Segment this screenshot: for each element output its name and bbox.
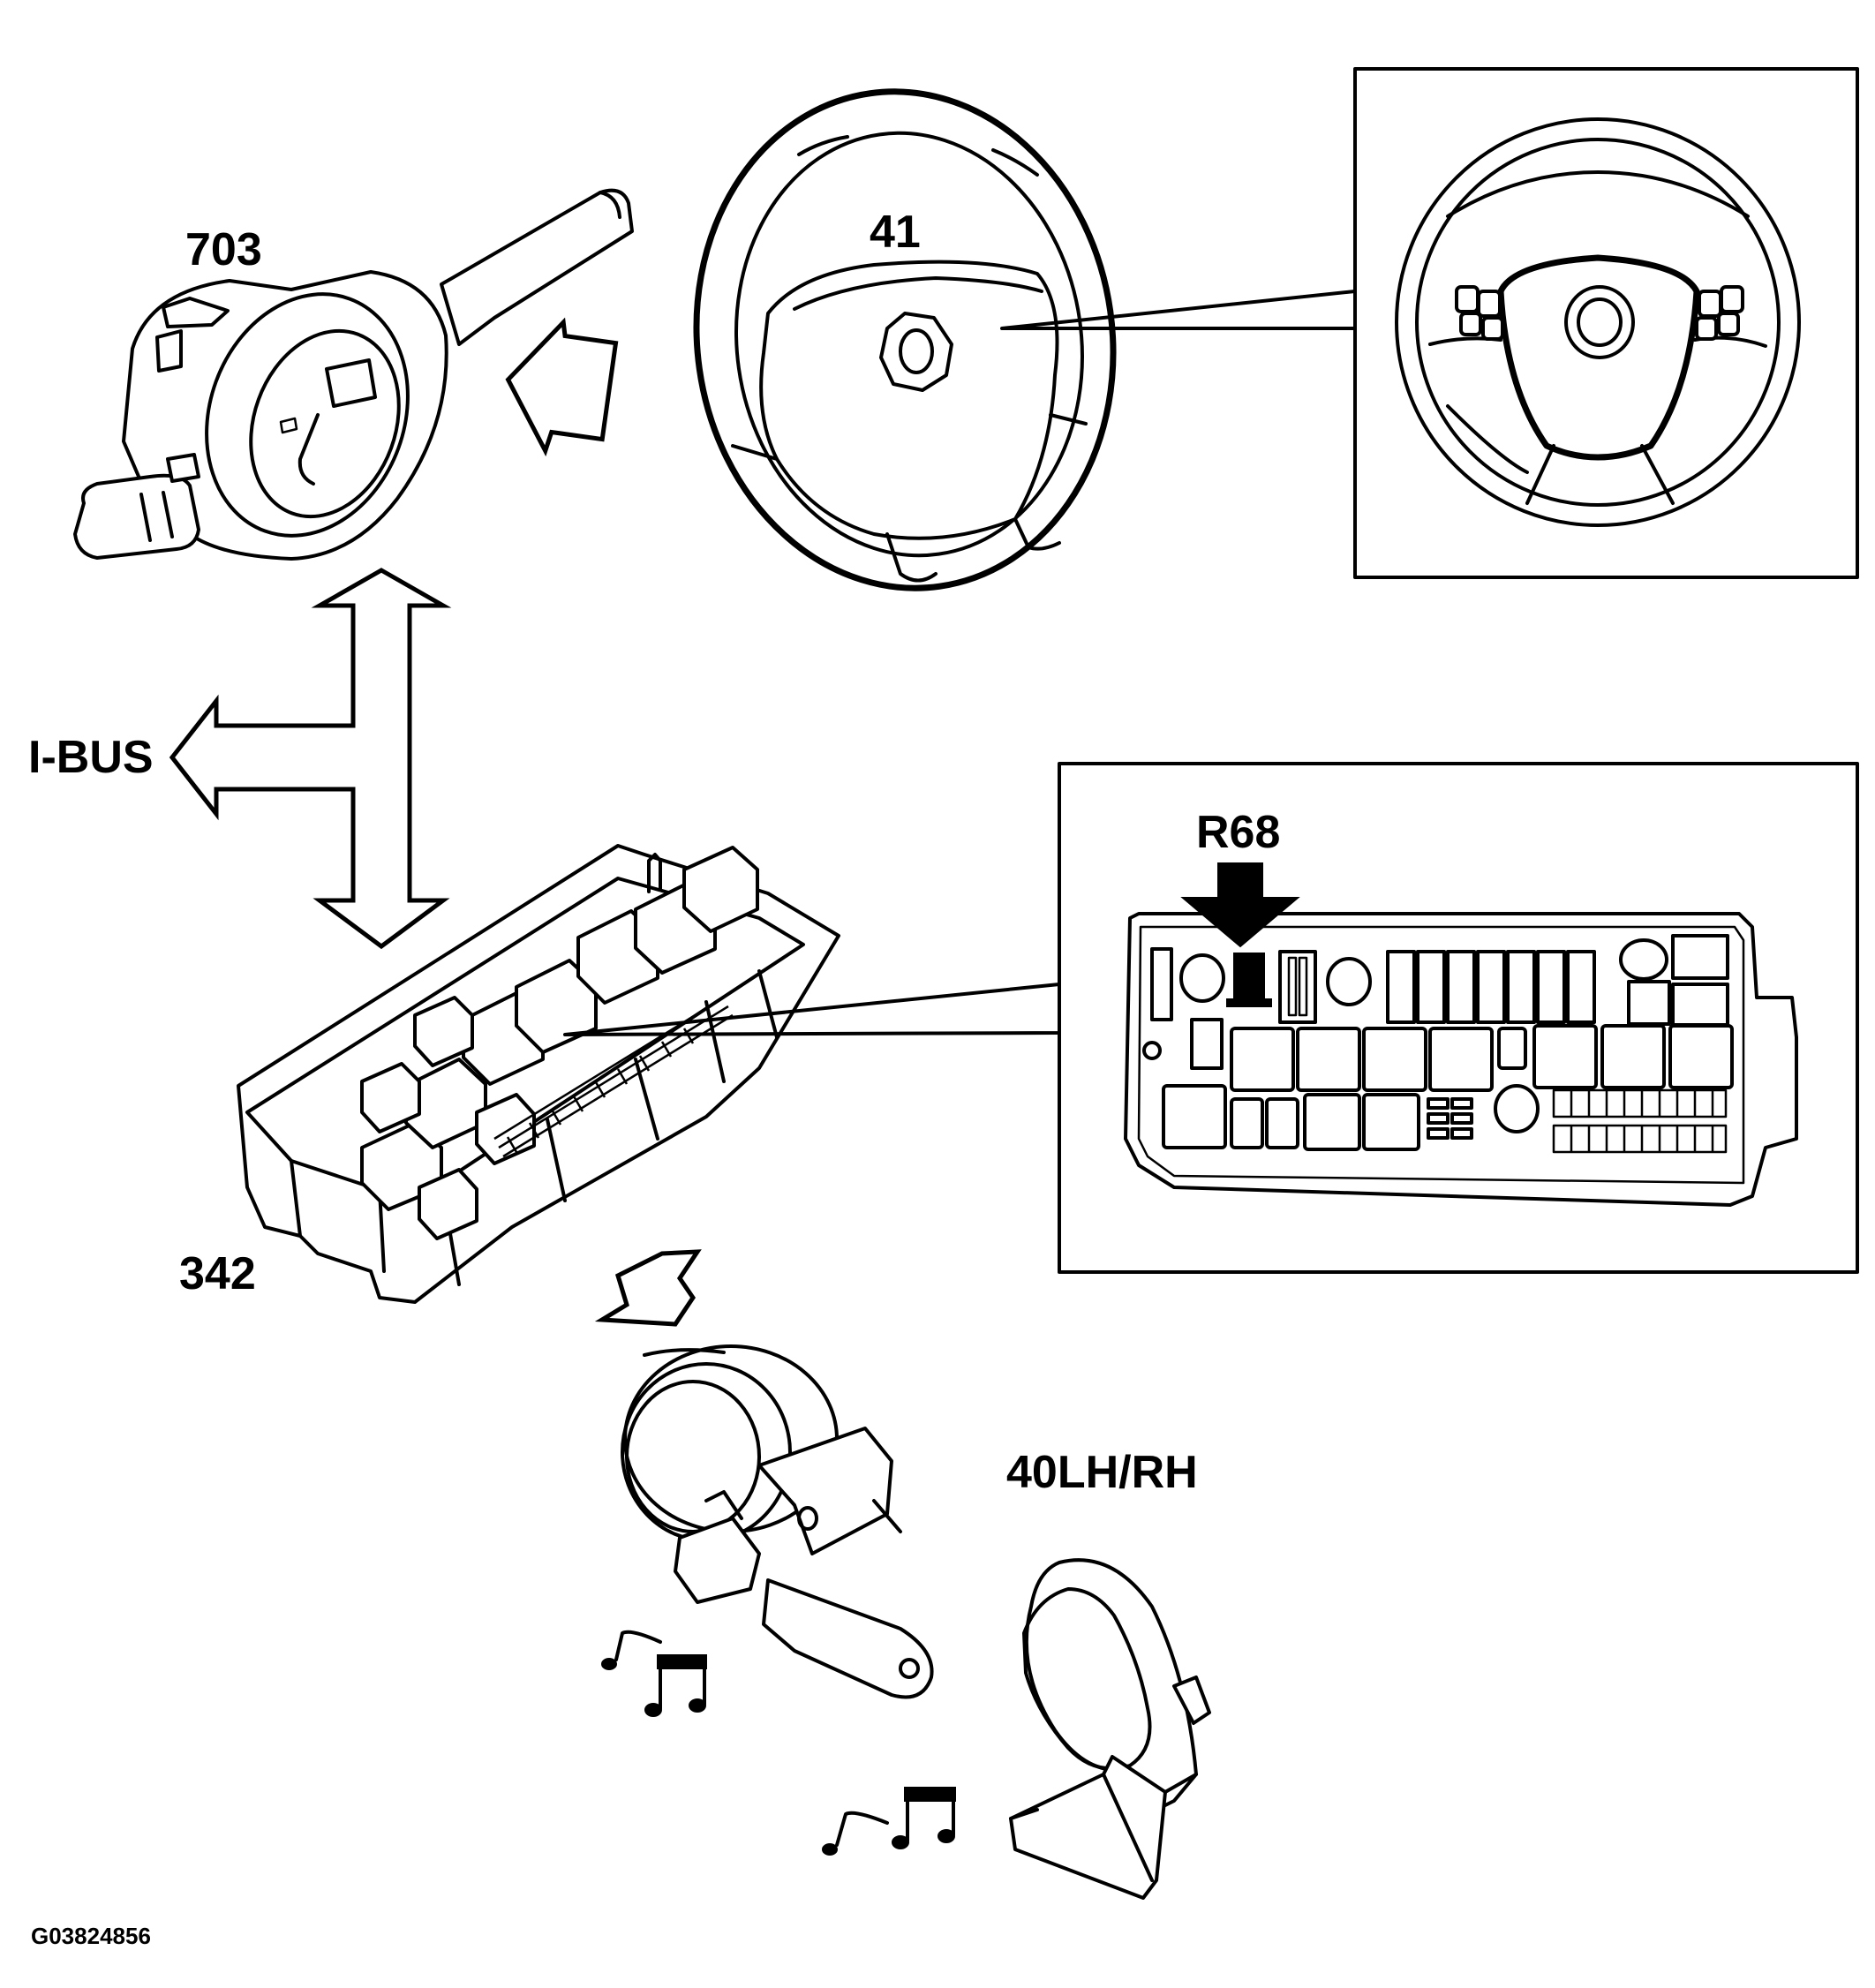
steering-column-stalk-switch	[73, 188, 634, 561]
fuse-box-inset	[1058, 762, 1859, 1274]
fuse-row-top	[1386, 950, 1596, 1024]
mini-fuses-left	[1427, 1097, 1473, 1140]
mini-fuses-right	[1552, 1088, 1728, 1154]
label-r68: R68	[1196, 807, 1280, 858]
steering-wheel-inset	[1353, 67, 1859, 579]
ibus-arrows	[169, 568, 452, 950]
label-41: 41	[870, 207, 921, 258]
label-40lh-rh: 40LH/RH	[1006, 1447, 1198, 1498]
r68-indicator-arrow	[1180, 862, 1300, 948]
label-ibus: I-BUS	[28, 732, 154, 783]
horn-left	[621, 1344, 934, 1699]
arrow-wheel-to-switch	[505, 317, 619, 457]
sound-notes-left	[601, 1630, 707, 1717]
steering-wheel	[693, 88, 1117, 591]
label-703: 703	[185, 224, 262, 275]
left-button-cluster	[1455, 285, 1504, 341]
figure-id: G03824856	[31, 1923, 151, 1949]
label-342: 342	[179, 1248, 256, 1299]
horn-right	[1009, 1558, 1211, 1900]
fuse-relay-box	[237, 844, 840, 1304]
arrow-fusebox-to-horns	[594, 1249, 702, 1327]
right-button-cluster	[1695, 285, 1744, 341]
relays	[360, 846, 759, 1240]
sound-notes-right	[822, 1787, 956, 1856]
